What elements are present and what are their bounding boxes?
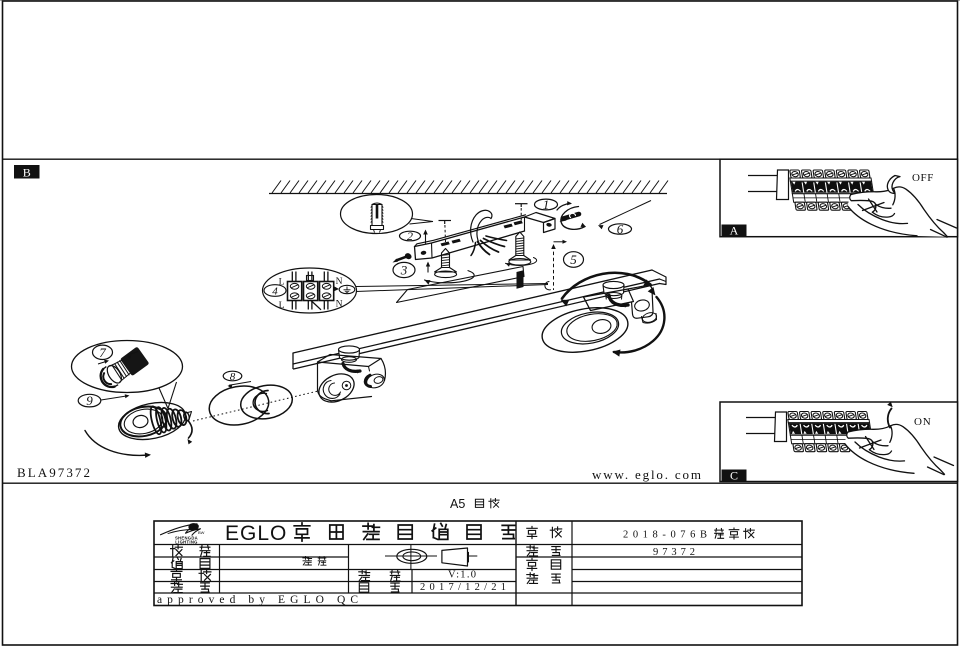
svg-text:BW: BW (198, 530, 205, 535)
svg-text:A: A (730, 223, 739, 237)
svg-text:2: 2 (407, 229, 413, 243)
svg-text:A5: A5 (450, 497, 465, 511)
svg-text:C: C (730, 468, 738, 482)
svg-text:V:1.0: V:1.0 (448, 570, 476, 581)
svg-text:8: 8 (230, 371, 236, 383)
svg-text:ON: ON (914, 416, 932, 428)
svg-text:4: 4 (272, 286, 278, 298)
svg-text:BLA97372: BLA97372 (17, 465, 90, 480)
svg-text:EGLO: EGLO (225, 522, 287, 545)
svg-text:5: 5 (570, 252, 577, 267)
svg-text:OFF: OFF (912, 172, 934, 184)
svg-text:N: N (336, 300, 343, 310)
svg-text:L: L (279, 278, 285, 288)
svg-text:L: L (279, 301, 285, 311)
svg-text:www. eglo. com: www. eglo. com (592, 467, 701, 482)
svg-text:B: B (23, 165, 31, 179)
svg-text:SHENGDA: SHENGDA (175, 535, 198, 540)
svg-text:7: 7 (99, 345, 106, 360)
svg-text:97372: 97372 (653, 547, 695, 558)
svg-text:N: N (336, 277, 343, 287)
svg-text:LIGHTING: LIGHTING (175, 539, 197, 544)
svg-text:1: 1 (543, 197, 550, 212)
svg-text:6: 6 (617, 222, 624, 237)
svg-text:3: 3 (400, 263, 408, 278)
svg-text:9: 9 (86, 393, 93, 408)
svg-text:2018-076B: 2018-076B (623, 530, 707, 541)
